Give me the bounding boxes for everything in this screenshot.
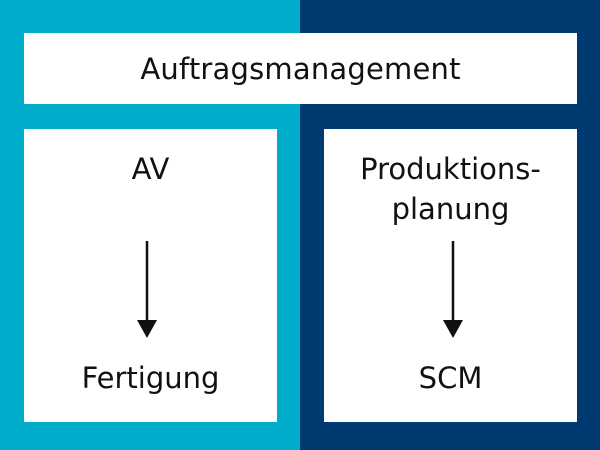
left-arrow-head bbox=[137, 320, 157, 338]
right-box-title: Produktions- planung bbox=[324, 149, 577, 229]
header-title: Auftragsmanagement bbox=[140, 51, 461, 86]
right-box-bottom-label: SCM bbox=[418, 361, 483, 395]
left-down-arrow-icon bbox=[137, 241, 157, 338]
left-box: AV Fertigung bbox=[24, 129, 277, 422]
left-box-bottom-label: Fertigung bbox=[81, 361, 220, 395]
header-box: Auftragsmanagement bbox=[24, 33, 577, 104]
right-box-title-line1: Produktions- bbox=[360, 152, 541, 186]
right-box-title-line2: planung bbox=[391, 192, 510, 226]
left-box-title: AV bbox=[131, 152, 170, 186]
right-box: Produktions- planung SCM bbox=[324, 129, 577, 422]
right-arrow-head bbox=[443, 320, 463, 338]
right-down-arrow-icon bbox=[443, 241, 463, 338]
